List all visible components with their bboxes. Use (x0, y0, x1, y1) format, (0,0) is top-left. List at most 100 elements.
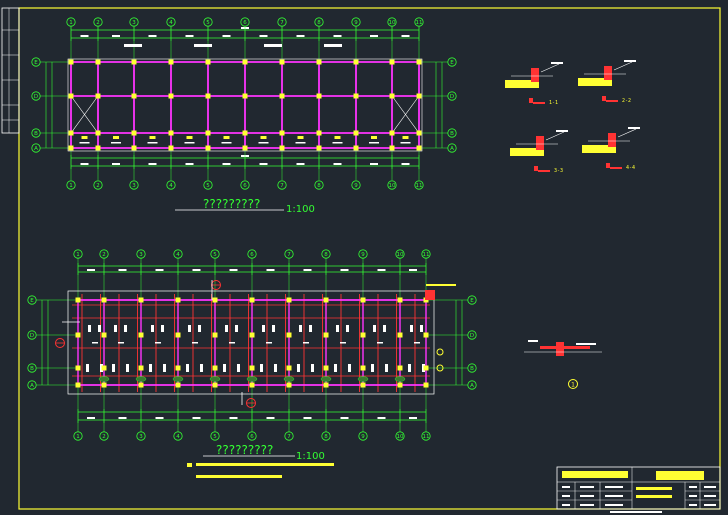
beam-tag-text (184, 142, 195, 144)
column (242, 59, 248, 65)
dimension-text (259, 163, 268, 165)
axis-bubble-bottom-label: 8 (324, 434, 328, 440)
column (423, 332, 429, 338)
axis-bubble-right-label: E (450, 60, 454, 66)
detail-column (536, 136, 544, 150)
dimension-text (87, 269, 95, 271)
dimension-text (409, 417, 417, 419)
axis-bubble-top-label: 2 (102, 252, 106, 258)
dimension-text (377, 417, 386, 419)
axis-bubble-top-label: 2 (96, 20, 100, 26)
column (353, 145, 359, 151)
pile-cap (373, 325, 376, 332)
tag-text (414, 342, 420, 344)
beam-tag (223, 136, 230, 139)
beam-tag-text (79, 142, 90, 144)
top-plan-title-text: ????????? (203, 197, 260, 211)
pad (283, 376, 295, 382)
section-detail-text (576, 343, 596, 345)
axis-bubble-bottom (387, 180, 397, 190)
column (212, 297, 218, 303)
dimension-text (229, 417, 238, 419)
axis-bubble-right-label: E (470, 298, 474, 304)
section-detail-text (528, 340, 538, 342)
column (168, 93, 174, 99)
dimension-text (266, 269, 275, 271)
column (286, 332, 292, 338)
axis-bubble-bottom-label: 2 (102, 434, 106, 440)
axis-bubble-top-label: 4 (169, 20, 173, 26)
beam-tag (81, 136, 88, 139)
beam-tag (297, 136, 304, 139)
column (423, 382, 429, 388)
column (279, 130, 285, 136)
top-plan-title: ????????? 1:100 (175, 197, 315, 215)
pad (357, 376, 369, 382)
beam-tag-text (258, 142, 269, 144)
dimension-text (266, 417, 275, 419)
beam-tag-text (369, 142, 379, 144)
callout-text (324, 44, 342, 47)
dimension-text (155, 269, 164, 271)
axis-bubble-top-label: 11 (416, 20, 423, 26)
column (360, 332, 366, 338)
axis-bubble-top (73, 249, 83, 259)
axis-bubble-top (210, 249, 220, 259)
detail-base (510, 148, 544, 156)
column (397, 332, 403, 338)
axis-bubble-top (93, 17, 103, 27)
tag-text (118, 342, 124, 344)
pile-cap (186, 364, 189, 372)
pad (209, 376, 221, 382)
axis-bubble-top-label: 10 (397, 252, 404, 258)
dimension-text (80, 35, 89, 37)
axis-bubble-bottom (277, 180, 287, 190)
dimension-text (296, 163, 305, 165)
beam-tag-text (111, 142, 121, 144)
axis-bubble-left-label: A (30, 383, 34, 389)
column (323, 332, 329, 338)
column (286, 382, 292, 388)
pile-cap (124, 325, 127, 332)
callout-text (124, 44, 142, 47)
dimension-text (185, 163, 194, 165)
dimension-text (340, 417, 349, 419)
column (168, 130, 174, 136)
column (131, 145, 137, 151)
dimension-text (192, 269, 201, 271)
axis-bubble-left (31, 128, 41, 138)
column (205, 130, 211, 136)
axis-bubble-right (447, 143, 457, 153)
column (249, 365, 255, 371)
axis-bubble-right-label: D (450, 94, 454, 100)
pile-cap (272, 325, 275, 332)
column (101, 332, 107, 338)
detail-mark (602, 96, 606, 101)
axis-bubble-top (166, 17, 176, 27)
axis-bubble-top-label: 11 (423, 252, 430, 258)
dimension-text (222, 35, 231, 37)
pile-cap (311, 364, 314, 372)
axis-bubble-top (421, 249, 431, 259)
tag-text (192, 342, 198, 344)
column (175, 332, 181, 338)
column (416, 93, 422, 99)
column (175, 382, 181, 388)
axis-bubble-top-label: 7 (280, 20, 284, 26)
column (138, 382, 144, 388)
axis-bubble-left-label: B (34, 131, 38, 137)
axis-bubble-bottom (421, 431, 431, 441)
column (316, 93, 322, 99)
pile-cap (114, 325, 117, 332)
dimension-text (333, 163, 342, 165)
column (286, 365, 292, 371)
column (68, 59, 74, 65)
tag-text (377, 342, 383, 344)
pile-cap (348, 364, 351, 372)
pile-cap (274, 364, 277, 372)
column (205, 59, 211, 65)
detail-leader (613, 61, 633, 71)
column (416, 130, 422, 136)
axis-bubble-bottom-label: 4 (169, 183, 173, 189)
axis-bubble-bottom-label: 7 (287, 434, 291, 440)
